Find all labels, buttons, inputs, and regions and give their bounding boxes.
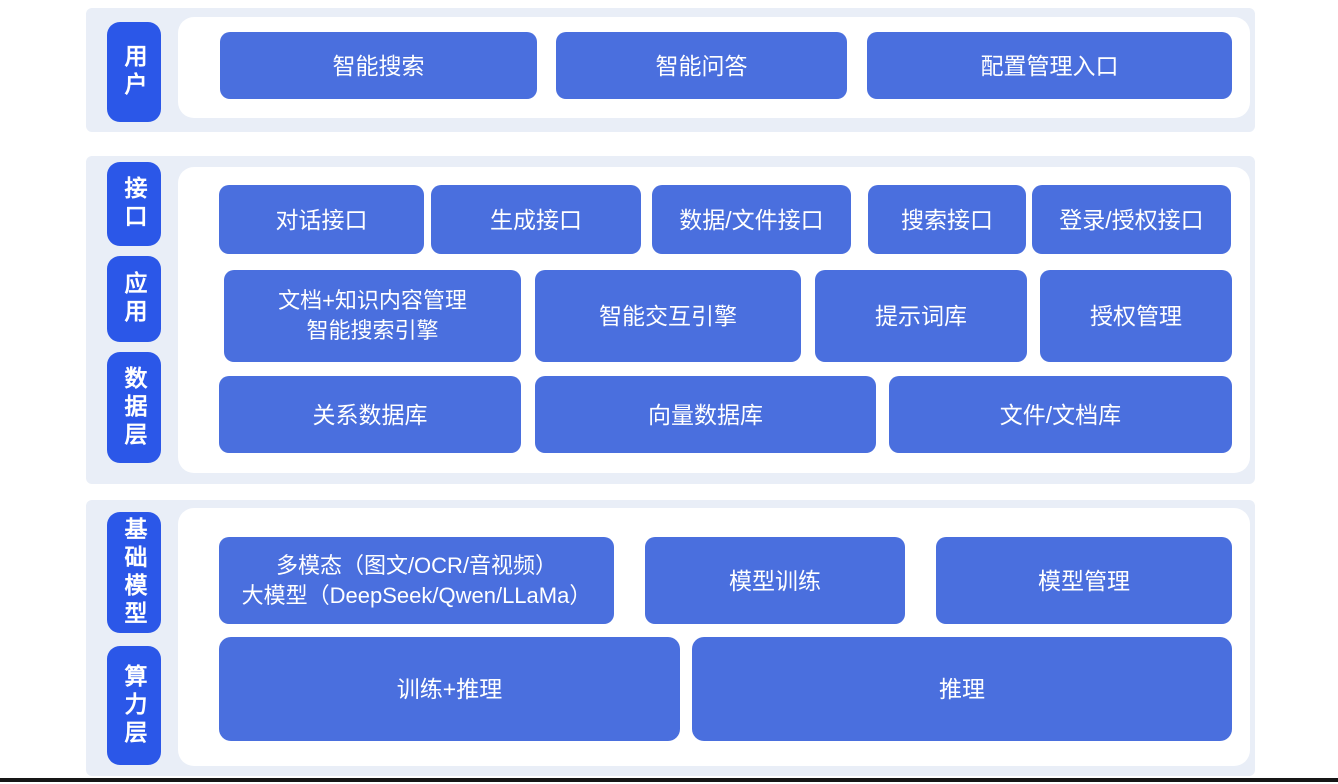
box-dialog-api: 对话接口 [219,185,424,254]
box-model-training: 模型训练 [645,537,905,624]
bottom-border-line [0,778,1338,782]
box-auth-management: 授权管理 [1040,270,1232,362]
box-smart-qa: 智能问答 [556,32,847,99]
layer-chip-compute: 算力层 [107,646,161,765]
box-data-file-api: 数据/文件接口 [652,185,851,254]
layer-chip-application: 应用 [107,256,161,342]
box-multimodal-line1: 多模态（图文/OCR/音视频） [275,552,558,578]
box-file-doc-store: 文件/文档库 [889,376,1232,453]
layer-chip-user: 用户 [107,22,161,122]
box-config-mgmt-entry: 配置管理入口 [867,32,1232,99]
box-multimodal-llm: 多模态（图文/OCR/音视频） 大模型（DeepSeek/Qwen/LLaMa） [219,537,614,624]
box-doc-knowledge-line2: 智能搜索引擎 [306,318,439,343]
box-search-api: 搜索接口 [868,185,1026,254]
box-inference: 推理 [692,637,1232,741]
box-training-inference: 训练+推理 [219,637,680,741]
layer-chip-foundation-model: 基础模型 [107,512,161,633]
layer-chip-data: 数据层 [107,352,161,463]
box-relational-db: 关系数据库 [219,376,521,453]
box-model-management: 模型管理 [936,537,1232,624]
box-generation-api: 生成接口 [431,185,641,254]
box-doc-knowledge-line1: 文档+知识内容管理 [278,288,467,313]
layer-chip-interface: 接口 [107,162,161,246]
box-doc-knowledge-search-engine: 文档+知识内容管理 智能搜索引擎 [224,270,521,362]
box-multimodal-line2: 大模型（DeepSeek/Qwen/LLaMa） [241,582,592,608]
box-smart-search: 智能搜索 [220,32,537,99]
box-prompt-library: 提示词库 [815,270,1027,362]
box-interactive-engine: 智能交互引擎 [535,270,801,362]
box-login-auth-api: 登录/授权接口 [1032,185,1231,254]
box-vector-db: 向量数据库 [535,376,876,453]
